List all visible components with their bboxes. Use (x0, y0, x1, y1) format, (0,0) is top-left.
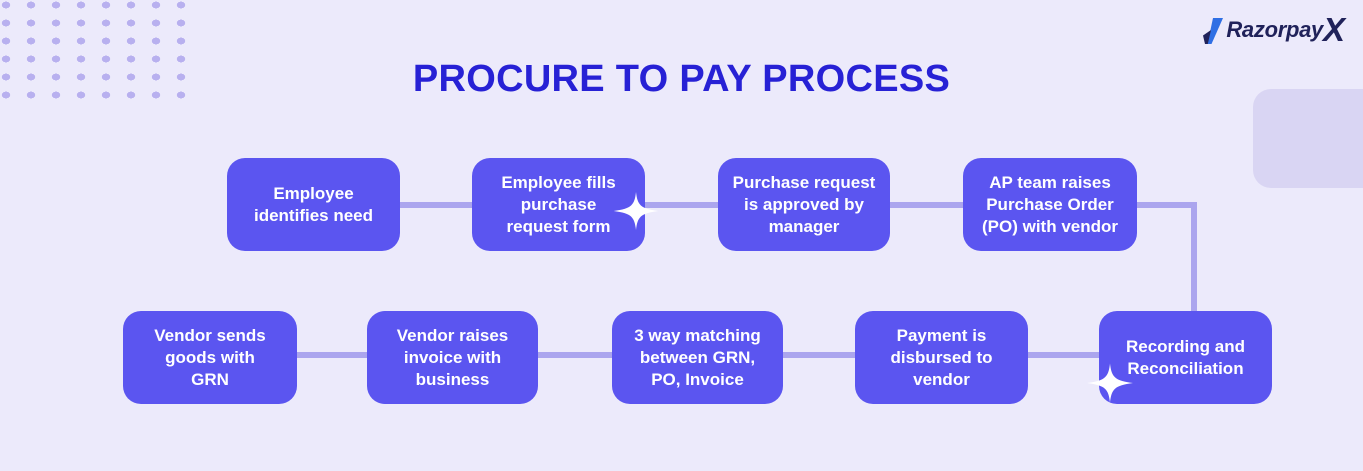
brand-wordmark: Razorpay (1226, 17, 1323, 42)
connector-line (1028, 352, 1099, 358)
brand-x-letter: X (1322, 11, 1345, 48)
node-label: AP team raises Purchase Order (PO) with … (982, 172, 1118, 236)
node-label: Vendor sends goods with GRN (154, 325, 266, 389)
node-label: Recording and Reconciliation (1125, 336, 1245, 378)
flow-node-recording-reconciliation: Recording and Reconciliation (1099, 311, 1272, 404)
connector-line (783, 352, 855, 358)
node-label: Purchase request is approved by manager (732, 172, 876, 236)
page-title: PROCURE TO PAY PROCESS (412, 58, 951, 100)
connector-line (297, 352, 367, 358)
connector-line (400, 202, 472, 208)
flow-node-ap-raises-po: AP team raises Purchase Order (PO) with … (963, 158, 1137, 251)
flow-node-vendor-raises-invoice: Vendor raises invoice with business (367, 311, 538, 404)
flow-node-request-approved: Purchase request is approved by manager (718, 158, 890, 251)
connector-elbow-horizontal (1137, 202, 1197, 208)
dot-pattern-decoration (0, 0, 200, 104)
node-label: Employee identifies need (253, 183, 374, 225)
node-label: Vendor raises invoice with business (396, 325, 509, 389)
flow-node-employee-identifies-need: Employee identifies need (227, 158, 400, 251)
razorpayx-logo: Razorpay X (1203, 11, 1345, 49)
node-label: Payment is disbursed to vendor (890, 325, 993, 389)
sparkle-icon (612, 192, 660, 235)
node-label: Employee fills purchase request form (501, 172, 616, 236)
flow-node-vendor-sends-goods: Vendor sends goods with GRN (123, 311, 297, 404)
connector-line (890, 202, 963, 208)
flow-node-payment-disbursed: Payment is disbursed to vendor (855, 311, 1028, 404)
flow-node-employee-fills-form: Employee fills purchase request form (472, 158, 645, 251)
razorpay-arrow-icon (1203, 18, 1225, 49)
flow-node-three-way-matching: 3 way matching between GRN, PO, Invoice (612, 311, 783, 404)
connector-line (645, 202, 718, 208)
rounded-rect-decoration (1253, 89, 1363, 188)
connector-elbow-vertical (1191, 202, 1197, 312)
sparkle-icon (1087, 363, 1133, 408)
node-label: 3 way matching between GRN, PO, Invoice (634, 325, 761, 389)
connector-line (538, 352, 612, 358)
